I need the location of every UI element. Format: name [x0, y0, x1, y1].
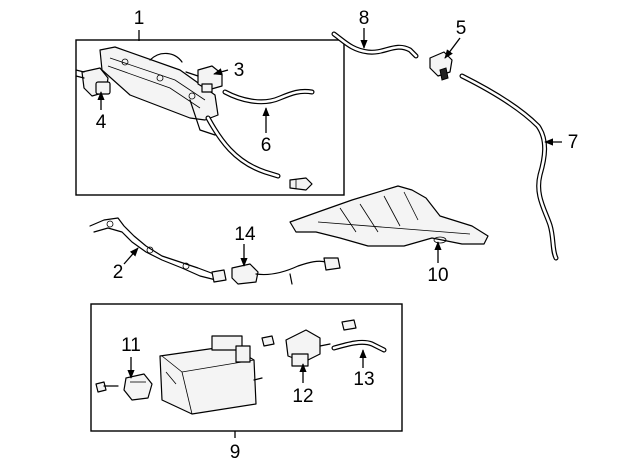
callout-10: 10 [427, 265, 448, 286]
leader-2 [123, 247, 139, 265]
sensor-part-14 [231, 257, 341, 285]
vsv-valve-part-4 [75, 67, 111, 97]
callout-6: 6 [261, 135, 272, 156]
hose-part-6 [205, 88, 315, 179]
bracket-part-11 [123, 373, 153, 401]
callout-2: 2 [113, 262, 124, 283]
group-box-1 [75, 39, 345, 196]
hose-fitting [289, 177, 313, 191]
charcoal-canister [159, 335, 257, 415]
callout-7: 7 [568, 132, 579, 153]
callout-8: 8 [359, 8, 370, 29]
harness-bracket-part-2 [89, 217, 227, 283]
bolt-left [95, 381, 119, 393]
bolt-right [341, 319, 357, 331]
bolt-center [261, 335, 275, 347]
callout-9: 9 [230, 442, 241, 463]
callout-3: 3 [234, 60, 245, 81]
callout-1: 1 [134, 8, 145, 29]
hose-part-7 [459, 73, 559, 261]
bracket-assembly [99, 46, 219, 136]
connector-part-5 [429, 51, 453, 81]
leader-3 [213, 68, 229, 76]
callout-13: 13 [353, 369, 374, 390]
callout-11: 11 [121, 335, 141, 356]
callout-12: 12 [292, 386, 313, 407]
clip-small [253, 377, 263, 381]
hose-part-13 [331, 339, 387, 353]
leader-5 [444, 37, 461, 59]
callout-4: 4 [96, 112, 107, 133]
callout-14: 14 [234, 224, 256, 245]
group-box-9 [90, 303, 403, 432]
hose-part-8 [331, 31, 419, 59]
purge-valve-part-12 [285, 329, 331, 367]
shield-cover-part-10 [289, 185, 489, 247]
callout-5: 5 [456, 18, 467, 39]
